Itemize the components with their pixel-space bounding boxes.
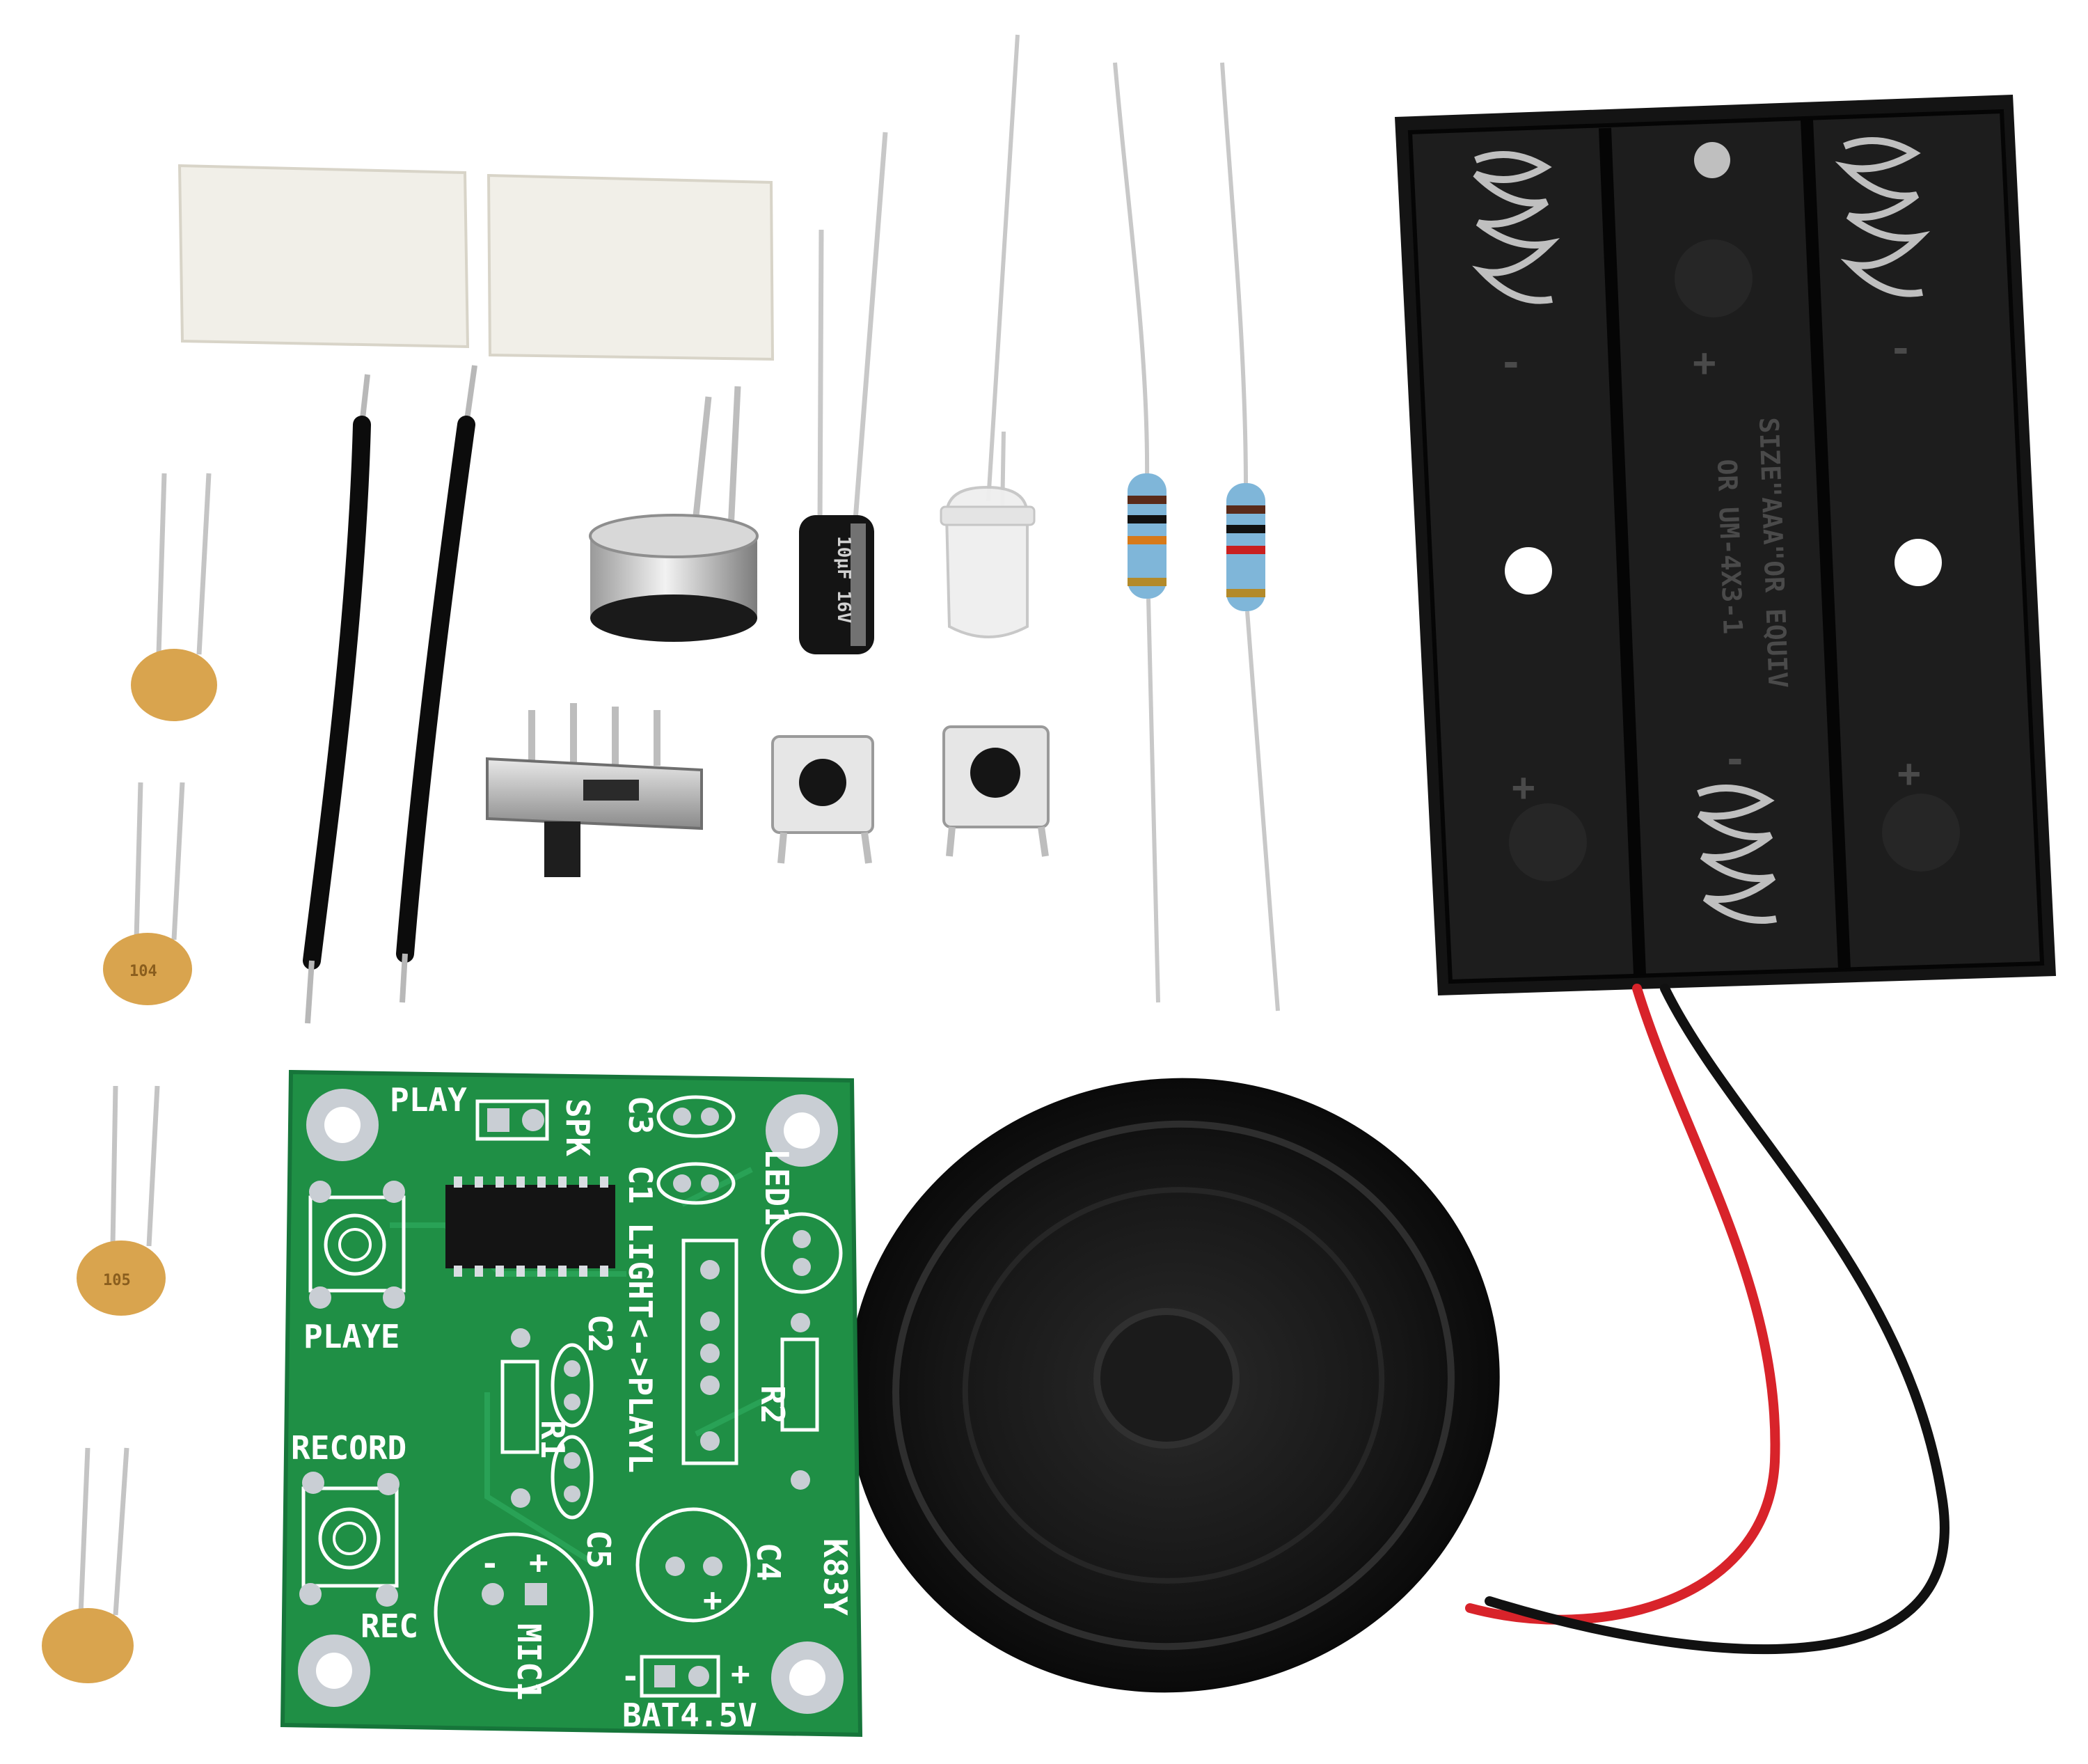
pcb-label-c3: C3 [622,1096,659,1134]
battery-holder-plus-left: + [1512,765,1535,810]
battery-wires [1465,984,1949,1655]
pcb-label-mic1: MIC1 [510,1623,548,1701]
resistor-1 [1113,62,1166,1003]
pcb-label-bat-minus: - [621,1657,640,1695]
resistor-2 [1220,62,1280,1011]
pcb-label-play: PLAY [390,1081,467,1119]
foam-pad-left [177,164,470,349]
electrolytic-marking: 10μF 16V [833,536,854,623]
battery-holder-plus-right: + [1897,751,1921,796]
ceramic-capacitor-1 [131,473,217,721]
slide-switch [486,703,703,877]
ceramic-capacitor-3: 105 [77,1085,166,1316]
pcb-label-kit-code: K83Y [816,1538,854,1616]
foam-pad-right [487,173,775,361]
pcb-label-mic-plus: + [529,1543,548,1581]
ceramic-capacitor-2: 104 [103,782,192,1005]
pcb: PLAY SPK C3 C1 LED1 LIGHT<->PLAYL C2 R1 … [280,1069,863,1738]
tactile-switch-1 [771,735,874,864]
pcb-label-spk: SPK [559,1098,596,1156]
ceramic-capacitor-4 [42,1447,134,1683]
pcb-label-c1: C1 [622,1165,659,1204]
electret-microphone [589,386,759,642]
pcb-label-led1: LED1 [758,1149,796,1226]
pcb-label-c4-plus: + [703,1581,722,1619]
pcb-label-playe: PLAYE [303,1318,400,1355]
ceramic-capacitor-1-marking: 104 [129,963,157,980]
tactile-switch-2 [942,725,1050,857]
battery-holder-minus-bottom: - [1723,737,1747,782]
pcb-label-r2: R2 [754,1385,791,1424]
battery-holder-plus-top: + [1693,340,1716,386]
battery-holder-minus-right: - [1889,326,1913,372]
pcb-label-bat: BAT4.5V [622,1696,757,1734]
speaker [847,1078,1500,1693]
pcb-label-record: RECORD [291,1429,406,1467]
battery-holder-um-text: OR UM-4X3-1 [1711,459,1748,635]
pcb-label-light-playl: LIGHT<->PLAYL [622,1222,659,1473]
pcb-label-r1: R1 [534,1420,571,1458]
battery-holder-minus-left: - [1499,340,1523,386]
pcb-label-rec: REC [361,1607,418,1645]
led [940,34,1036,638]
pcb-label-c2: C2 [581,1314,619,1353]
pcb-label-c5: C5 [580,1530,617,1568]
battery-holder: + - - + + - SIZE"AAA"OR EQUIV OR UM-4X3-… [1395,95,2056,995]
pcb-label-bat-plus: + [731,1655,750,1692]
ceramic-capacitor-2-marking: 105 [103,1272,131,1289]
pcb-label-mic-minus: - [480,1545,500,1582]
pcb-label-c4: C4 [750,1543,787,1581]
electrolytic-capacitor: 10μF 16V [799,132,888,654]
jumper-wire-left [303,374,371,1024]
jumper-wire-right [396,365,477,1003]
